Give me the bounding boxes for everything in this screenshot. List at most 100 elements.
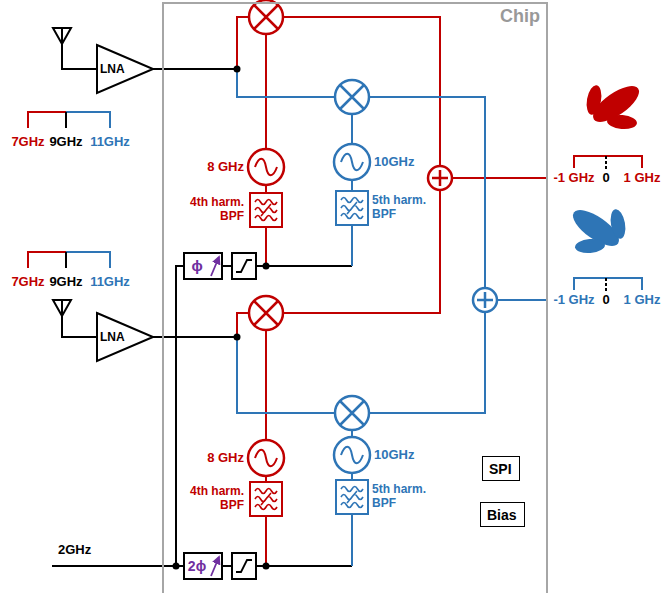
limiter-symbol <box>232 553 256 579</box>
filter-symbol <box>336 480 368 514</box>
signal-label: ϕ <box>191 257 202 274</box>
blue-wire <box>237 69 546 566</box>
signal-label: -1 GHz <box>553 293 594 308</box>
label-holder: 8 GHz <box>207 160 244 175</box>
limiter-symbol <box>232 253 256 279</box>
spectrum-line <box>28 252 66 268</box>
antenna-symbol <box>53 300 71 318</box>
spectrum-line <box>605 278 607 291</box>
beam-lobe <box>606 114 637 131</box>
signal-label: 11GHz <box>90 275 130 290</box>
amplifier-triangle: LNA <box>95 311 155 363</box>
beam-lobe <box>585 84 604 116</box>
chip-title: Chip <box>500 6 540 27</box>
signal-label: 10GHz <box>374 448 414 463</box>
oscillator-symbol <box>334 144 370 180</box>
signal-label: -1 GHz <box>553 171 594 186</box>
signal-label: 8 GHz <box>207 160 244 175</box>
label-holder: 0 <box>602 171 609 186</box>
filter-symbol <box>250 193 282 227</box>
beam-pattern <box>568 204 628 255</box>
oscillator-symbol <box>334 437 370 473</box>
amplifier-triangle: LNA <box>95 43 155 95</box>
label-holder: 5th harm. BPF <box>372 194 434 222</box>
spectrum-line <box>574 278 642 290</box>
junction-dot <box>234 66 241 73</box>
spectrum-line <box>65 252 67 268</box>
filter-symbol <box>250 482 282 516</box>
signal-label: 8 GHz <box>207 451 244 466</box>
label-holder: 9GHz <box>49 275 82 290</box>
label-holder: -1 GHz <box>553 171 594 186</box>
signal-label: 9GHz <box>49 135 82 150</box>
phase-shifter-box <box>184 253 222 279</box>
spectrum-line <box>605 156 607 169</box>
tuning-arrow <box>211 557 219 576</box>
node-text: Bias <box>487 507 518 523</box>
phase-shifter-box <box>184 553 222 579</box>
label-holder: 0 <box>602 293 609 308</box>
signal-label: 5th harm. BPF <box>372 194 434 222</box>
chip-outline: ChipSPI Bias <box>162 2 548 593</box>
adder-symbol <box>428 166 452 190</box>
label-holder: 9GHz <box>49 135 82 150</box>
signal-label: 11GHz <box>90 135 130 150</box>
signal-label: 1 GHz <box>624 171 661 186</box>
signal-label: 10GHz <box>374 155 414 170</box>
signal-label: 5th harm. BPF <box>372 483 434 511</box>
black-wire <box>52 30 352 566</box>
adder-symbol <box>473 288 497 312</box>
label-holder: 4th harm. BPF <box>182 485 244 513</box>
red-wire <box>237 17 546 566</box>
signal-label: 9GHz <box>49 275 82 290</box>
junction-dot <box>234 334 241 341</box>
tuning-arrow <box>211 257 219 276</box>
control-box: SPI <box>482 456 520 481</box>
label-holder: ϕ <box>191 257 202 274</box>
label-holder: 1 GHz <box>624 171 661 186</box>
phase-shifter <box>184 253 222 579</box>
signal-label: 4th harm. BPF <box>182 196 244 224</box>
oscillator-symbol <box>248 440 284 476</box>
spectrum-brackets <box>28 112 642 291</box>
wires <box>52 17 546 566</box>
signal-label: 0 <box>602 293 609 308</box>
beam-pattern <box>585 80 645 131</box>
label-holder: 11GHz <box>90 135 130 150</box>
label-holder: 4th harm. BPF <box>182 196 244 224</box>
label-holder: 8 GHz <box>207 451 244 466</box>
signal-label: 7GHz <box>11 275 44 290</box>
spectrum-line <box>66 252 110 268</box>
label-holder: 7GHz <box>11 275 44 290</box>
label-holder: 5th harm. BPF <box>372 483 434 511</box>
spectrum-line <box>65 112 67 128</box>
amplifier-triangle <box>97 45 153 93</box>
signal-label: 4th harm. BPF <box>182 485 244 513</box>
node-text: LNA <box>100 62 125 76</box>
beam-lobe <box>609 208 628 240</box>
signal-label: 2GHz <box>58 543 91 558</box>
junction-dot <box>263 563 270 570</box>
mixer-symbol <box>335 80 369 114</box>
junction-dot <box>173 563 180 570</box>
signal-label: 7GHz <box>11 135 44 150</box>
beam-lobe <box>574 238 605 255</box>
mixer-symbol <box>335 396 369 430</box>
label-holder: 10GHz <box>374 448 414 463</box>
node-text: SPI <box>489 461 513 477</box>
label-holder: 2ϕ <box>188 558 206 574</box>
spectrum-line <box>28 112 66 128</box>
filter-symbol <box>336 191 368 225</box>
signal-label: 1 GHz <box>624 293 661 308</box>
label-holder: 1 GHz <box>624 293 661 308</box>
mixer-symbol <box>249 0 283 34</box>
spectrum-line <box>574 156 642 168</box>
label-holder: 7GHz <box>11 135 44 150</box>
node-text: LNA <box>100 330 125 344</box>
spectrum-line <box>66 112 110 128</box>
label-holder: 2GHz <box>58 543 91 558</box>
label-holder: 10GHz <box>374 155 414 170</box>
signal-label: 2ϕ <box>188 558 206 574</box>
